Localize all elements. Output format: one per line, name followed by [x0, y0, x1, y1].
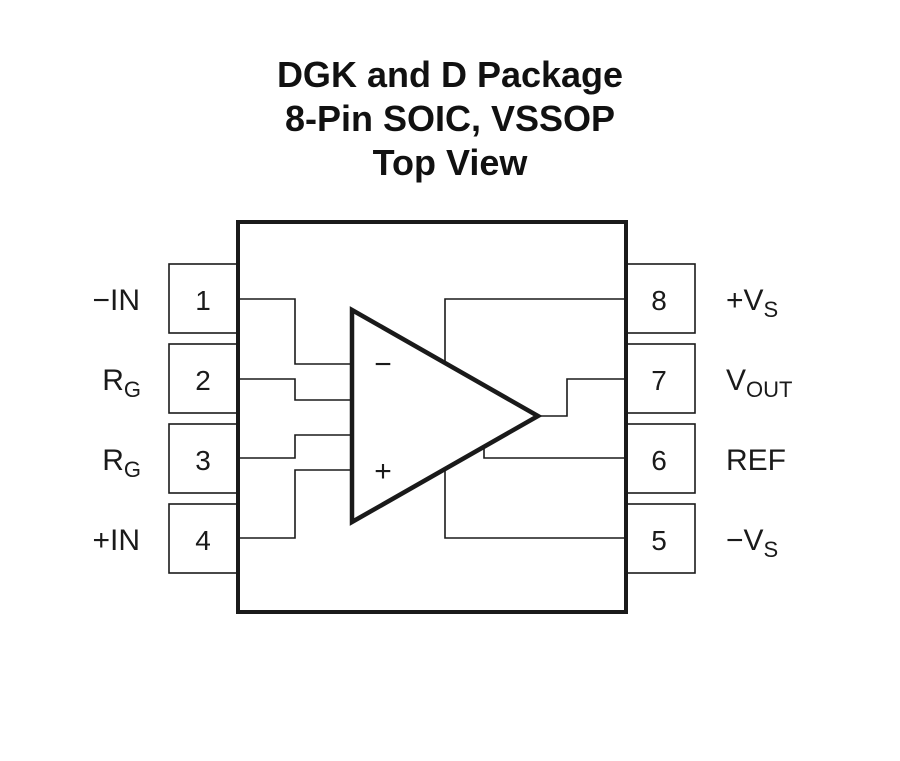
wire-pin-5	[444, 469, 624, 539]
pin-name-7-main: V	[726, 364, 746, 397]
pin-name-8-main: +V	[726, 284, 764, 317]
wire-pin-7	[538, 378, 624, 417]
diagram-title-line-3: Top View	[372, 142, 528, 183]
pin-name-5: −VS	[726, 524, 778, 562]
pin-box-1	[168, 263, 239, 334]
wire-pin-2	[240, 378, 352, 401]
pin-number-8: 8	[651, 285, 667, 316]
wire-pin-4	[240, 469, 352, 539]
pin-name-8: +VS	[726, 284, 778, 322]
pin-number-2: 2	[195, 365, 211, 396]
wire-pin-3	[240, 434, 352, 459]
pin-box-5	[625, 503, 696, 574]
wire-pin-6	[483, 446, 624, 459]
pin-name-3-main: R	[102, 444, 124, 477]
pin-number-5: 5	[651, 525, 667, 556]
diagram-title-line-1: DGK and D Package	[276, 54, 624, 95]
pin-name-2: RG	[102, 364, 141, 402]
pin-box-8	[625, 263, 696, 334]
pin-box-2	[168, 343, 239, 414]
noninverting-input-symbol: +	[374, 455, 392, 488]
pin-box-4	[168, 503, 239, 574]
pin-box-7	[625, 343, 696, 414]
pin-name-2-subscript: G	[124, 377, 141, 402]
pin-name-1: −IN	[92, 284, 140, 317]
pin-name-5-main: −V	[726, 524, 764, 557]
package-outline	[236, 220, 628, 614]
pin-name-7: VOUT	[726, 364, 792, 402]
inverting-input-symbol: −	[374, 348, 392, 381]
pin-number-7: 7	[651, 365, 667, 396]
pin-number-3: 3	[195, 445, 211, 476]
wire-pin-1	[240, 298, 352, 365]
pin-name-3-subscript: G	[124, 457, 141, 482]
pin-box-6	[625, 423, 696, 494]
pin-name-5-subscript: S	[764, 537, 779, 562]
pin-name-6: REF	[726, 444, 786, 477]
diagram-title-line-2: 8-Pin SOIC, VSSOP	[284, 98, 616, 139]
pin-name-7-subscript: OUT	[746, 377, 792, 402]
wire-pin-8	[444, 298, 624, 362]
pin-number-4: 4	[195, 525, 211, 556]
pin-name-8-subscript: S	[764, 297, 779, 322]
pin-name-2-main: R	[102, 364, 124, 397]
pin-name-4: +IN	[92, 524, 140, 557]
pin-box-3	[168, 423, 239, 494]
pin-number-1: 1	[195, 285, 211, 316]
amplifier-triangle	[349, 306, 543, 526]
pin-number-6: 6	[651, 445, 667, 476]
pin-name-3: RG	[102, 444, 141, 482]
